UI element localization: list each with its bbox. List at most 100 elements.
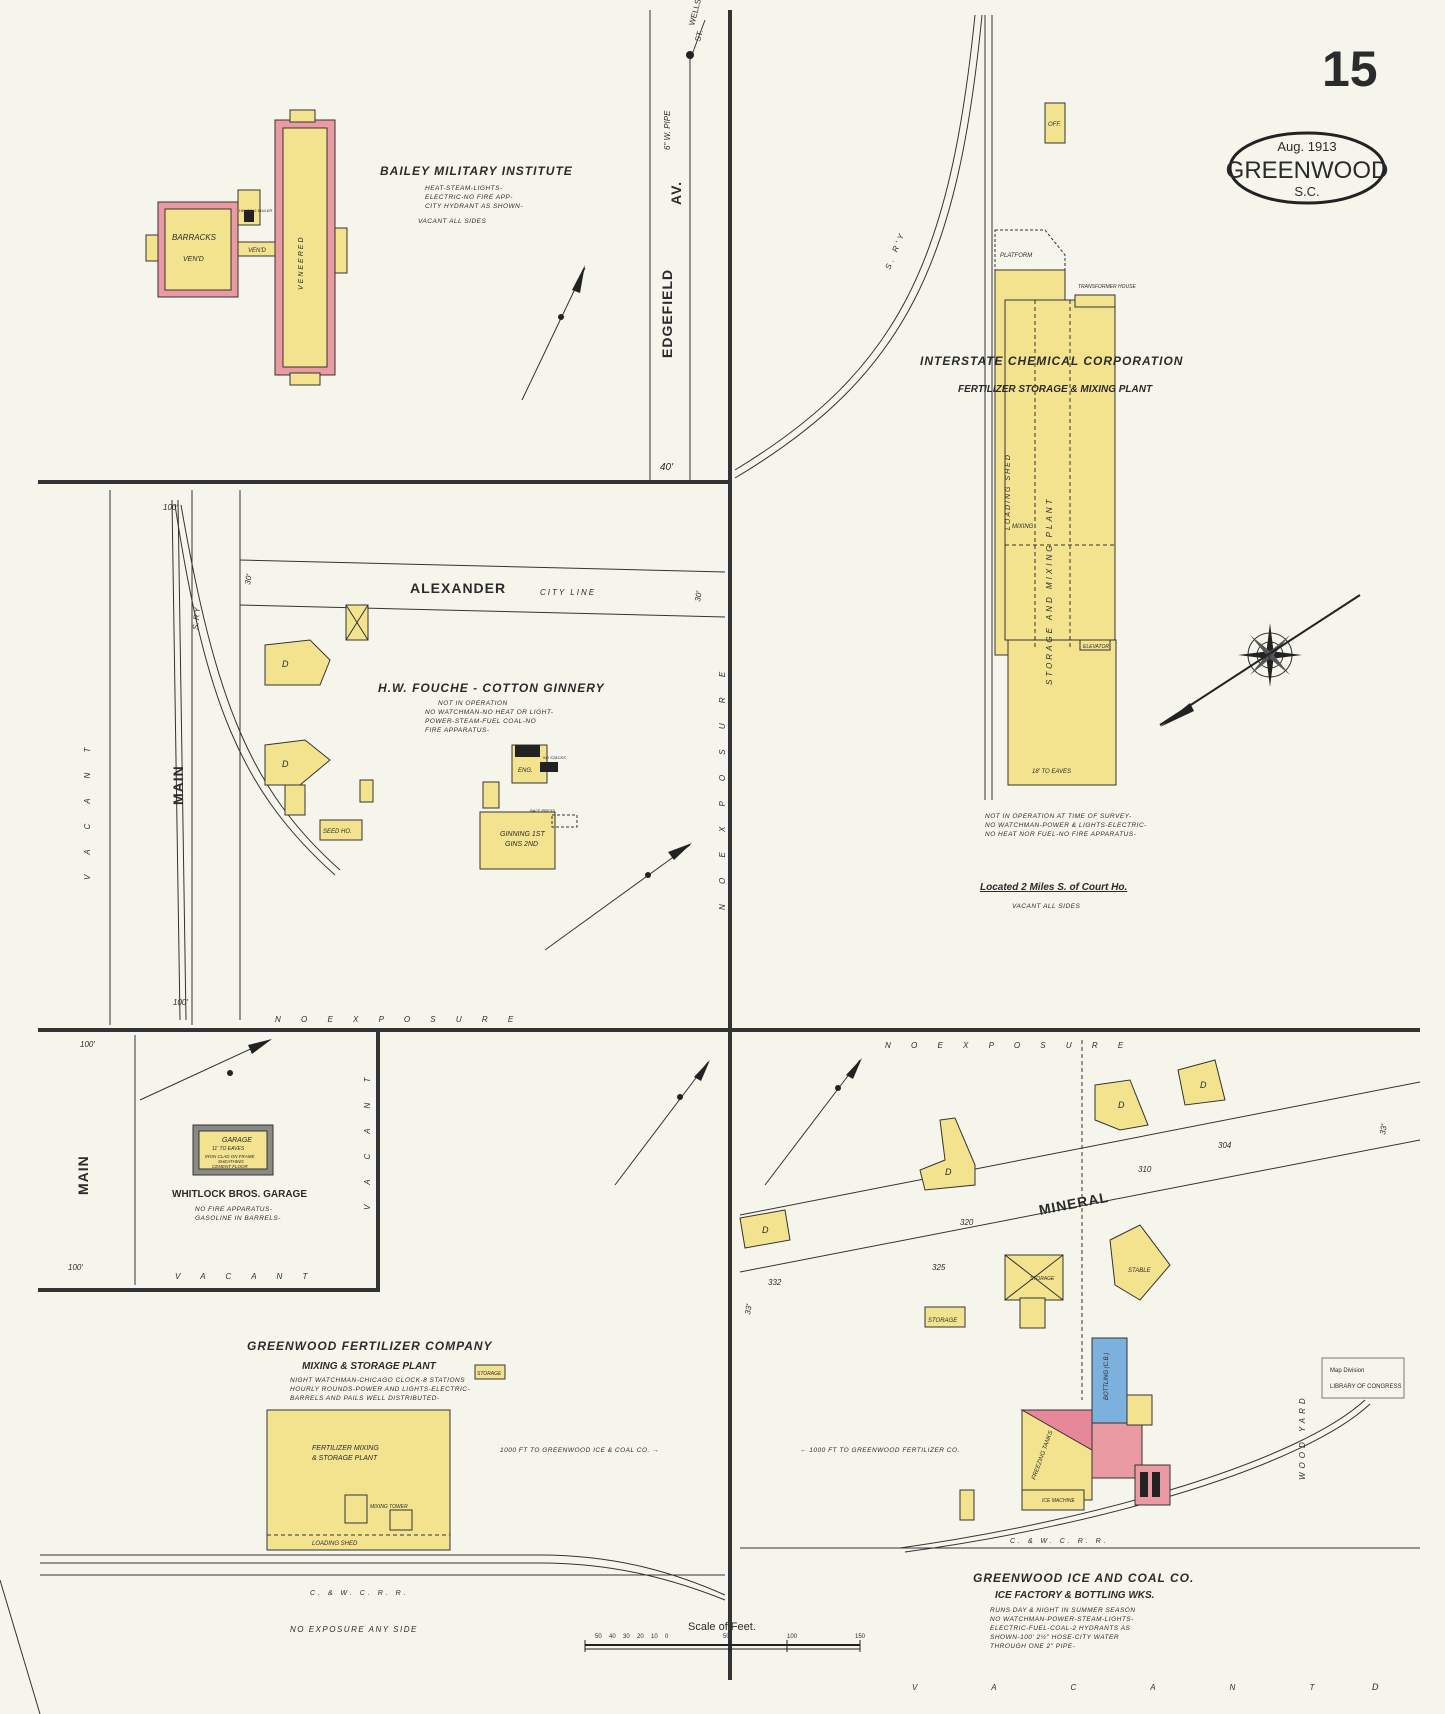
cwcrr-left-2 (40, 1562, 726, 1601)
street-alexander: ALEXANDER (410, 580, 506, 596)
mineral-south-line (739, 1139, 1421, 1273)
mixing-tower-2 (389, 1509, 413, 1531)
vend-label: VEN'D (248, 248, 266, 254)
veneered-label: VENEERED (298, 235, 305, 290)
ice-note-5: THROUGH ONE 2" PIPE- (990, 1643, 1076, 1650)
cwcrr-spur-2 (904, 1403, 1371, 1553)
whitlock-garage (192, 1124, 274, 1176)
house-number-304: 304 (1218, 1141, 1232, 1150)
fouche-note-1: NOT IN OPERATION (438, 700, 508, 707)
scale-tick-30: 30 (623, 1634, 630, 1640)
porch-south (289, 372, 321, 386)
vacant-bottom: V A C A N T (912, 1683, 1350, 1692)
elevator-label: ELEVATOR (1083, 644, 1109, 650)
title-cartouche (1228, 131, 1386, 205)
north-arrow-2 (544, 843, 692, 951)
cwcrr-left-1 (40, 1554, 726, 1596)
sheet-city: GREENWOOD (1226, 157, 1389, 184)
bale-press (551, 814, 578, 828)
mixing-tower (344, 1494, 368, 1524)
bailey-note-3: CITY HYDRANT AS SHOWN- (425, 203, 523, 210)
platform (994, 229, 1066, 271)
greenwood-fertilizer (266, 1364, 506, 1551)
scale-tick-100: 100 (787, 1634, 798, 1640)
street-main-lower: MAIN (75, 1155, 91, 1195)
vacant-garage-right: V A C A N T (363, 1069, 372, 1210)
scale-tick-150: 150 (855, 1634, 866, 1640)
ice-storage2-label: STORAGE (928, 1318, 958, 1324)
sheet-corner-fold (0, 1579, 41, 1714)
railway-main-1 (171, 499, 181, 1021)
bailey-title: BAILEY MILITARY INSTITUTE (380, 164, 573, 178)
sry-upper-2 (734, 14, 983, 479)
north-arrow-3 (139, 1039, 272, 1101)
storage-ell (1019, 1297, 1046, 1329)
boiler-icon (244, 210, 254, 222)
street-mineral: MINERAL (1038, 1189, 1111, 1218)
garage-construction-3: CEMENT FLOOR (212, 1164, 249, 1169)
no-exposure-middle: N O E X P O S U R E (275, 1015, 522, 1024)
dwelling-3 (1094, 1079, 1149, 1131)
dwelling-label-2: D (282, 759, 289, 769)
mineral-north-line (739, 1081, 1421, 1216)
heating-label: HEATING BOILER (239, 208, 272, 213)
fertilizer-loading-label: LOADING SHED (312, 1541, 358, 1547)
interstate-note-1: NOT IN OPERATION AT TIME OF SURVEY- (985, 813, 1132, 820)
fouche-note-2: NO WATCHMAN-NO HEAT OR LIGHT- (425, 709, 554, 716)
scale-bar (584, 1640, 861, 1652)
mineral-width-right: 33' (1378, 1123, 1389, 1135)
garage-title: WHITLOCK BROS. GARAGE (172, 1189, 307, 1200)
storage-small (1126, 1394, 1153, 1426)
sry-upper: S. R'Y (884, 230, 907, 271)
to-fertilizer-label: ← 1000 FT TO GREENWOOD FERTILIZER CO. (800, 1447, 960, 1454)
alexander-width-left: 30' (243, 573, 254, 585)
ice-machine-label: ICE MACHINE (1042, 1498, 1075, 1504)
mixing-tower-label: MIXING TOWER (370, 1504, 408, 1510)
main-width-top: 100' (163, 503, 178, 512)
street-wells-suffix: ST. (693, 29, 705, 42)
fouche-note-3: POWER-STEAM-FUEL COAL-NO (425, 718, 536, 725)
railway-spur-curve-2 (180, 504, 341, 871)
fertilizer-title: GREENWOOD FERTILIZER COMPANY (247, 1339, 493, 1353)
dwelling-5 (919, 1117, 976, 1191)
street-wells: WELLS (687, 0, 703, 27)
bailey-note-1: HEAT-STEAM-LIGHTS- (425, 185, 503, 192)
gin-house (479, 811, 556, 870)
no-exposure-vertical: N O E X P O S U R E (718, 663, 727, 910)
no-exposure-right: N O E X P O S U R E (885, 1041, 1132, 1050)
vacant-left: V A C A N T (83, 739, 92, 880)
eaves-label: 18' TO EAVES (1032, 769, 1071, 775)
alexander-width-right: 30' (693, 590, 704, 602)
fertilizer-subtitle: MIXING & STORAGE PLANT (302, 1361, 437, 1372)
gin-shed (482, 781, 500, 809)
dwelling-2-ell (284, 784, 306, 816)
transformer-label: TRANSFORMER HOUSE (1078, 284, 1136, 290)
cwcrr-left-label: C. & W. C. R. R. (310, 1590, 409, 1597)
north-arrow-1 (521, 265, 586, 401)
scale-title: Scale of Feet. (688, 1621, 756, 1633)
gins-label: GINS 2ND (505, 841, 538, 848)
scale-tick-40: 40 (609, 1634, 616, 1640)
main-building-inner (282, 127, 328, 368)
stamp-line-2: LIBRARY OF CONGRESS (1330, 1384, 1401, 1390)
barracks-label: BARRACKS (172, 233, 217, 242)
sheet-date: Aug. 1913 (1277, 139, 1336, 154)
vacant-garage-bottom: V A C A N T (175, 1272, 316, 1281)
ice-machine-annex (1021, 1489, 1085, 1511)
bailey-military-institute (145, 109, 348, 386)
dwelling-6 (739, 1209, 791, 1249)
platform-label: PLATFORM (1000, 253, 1032, 259)
main-lower-width-top: 100' (80, 1040, 95, 1049)
boiler-b (1152, 1472, 1160, 1497)
north-arrow-4 (614, 1060, 710, 1186)
library-stamp (1321, 1357, 1405, 1399)
bailey-note-2: ELECTRIC-NO FIRE APP- (425, 194, 513, 201)
elevator (1079, 639, 1111, 651)
boiler-a (1140, 1472, 1148, 1497)
fertilizer-storage-label: STORAGE (477, 1371, 502, 1377)
ginning-label: GINNING 1ST (500, 831, 545, 838)
cotton-house-x2 (345, 604, 369, 641)
garage-name: GARAGE (222, 1137, 252, 1144)
